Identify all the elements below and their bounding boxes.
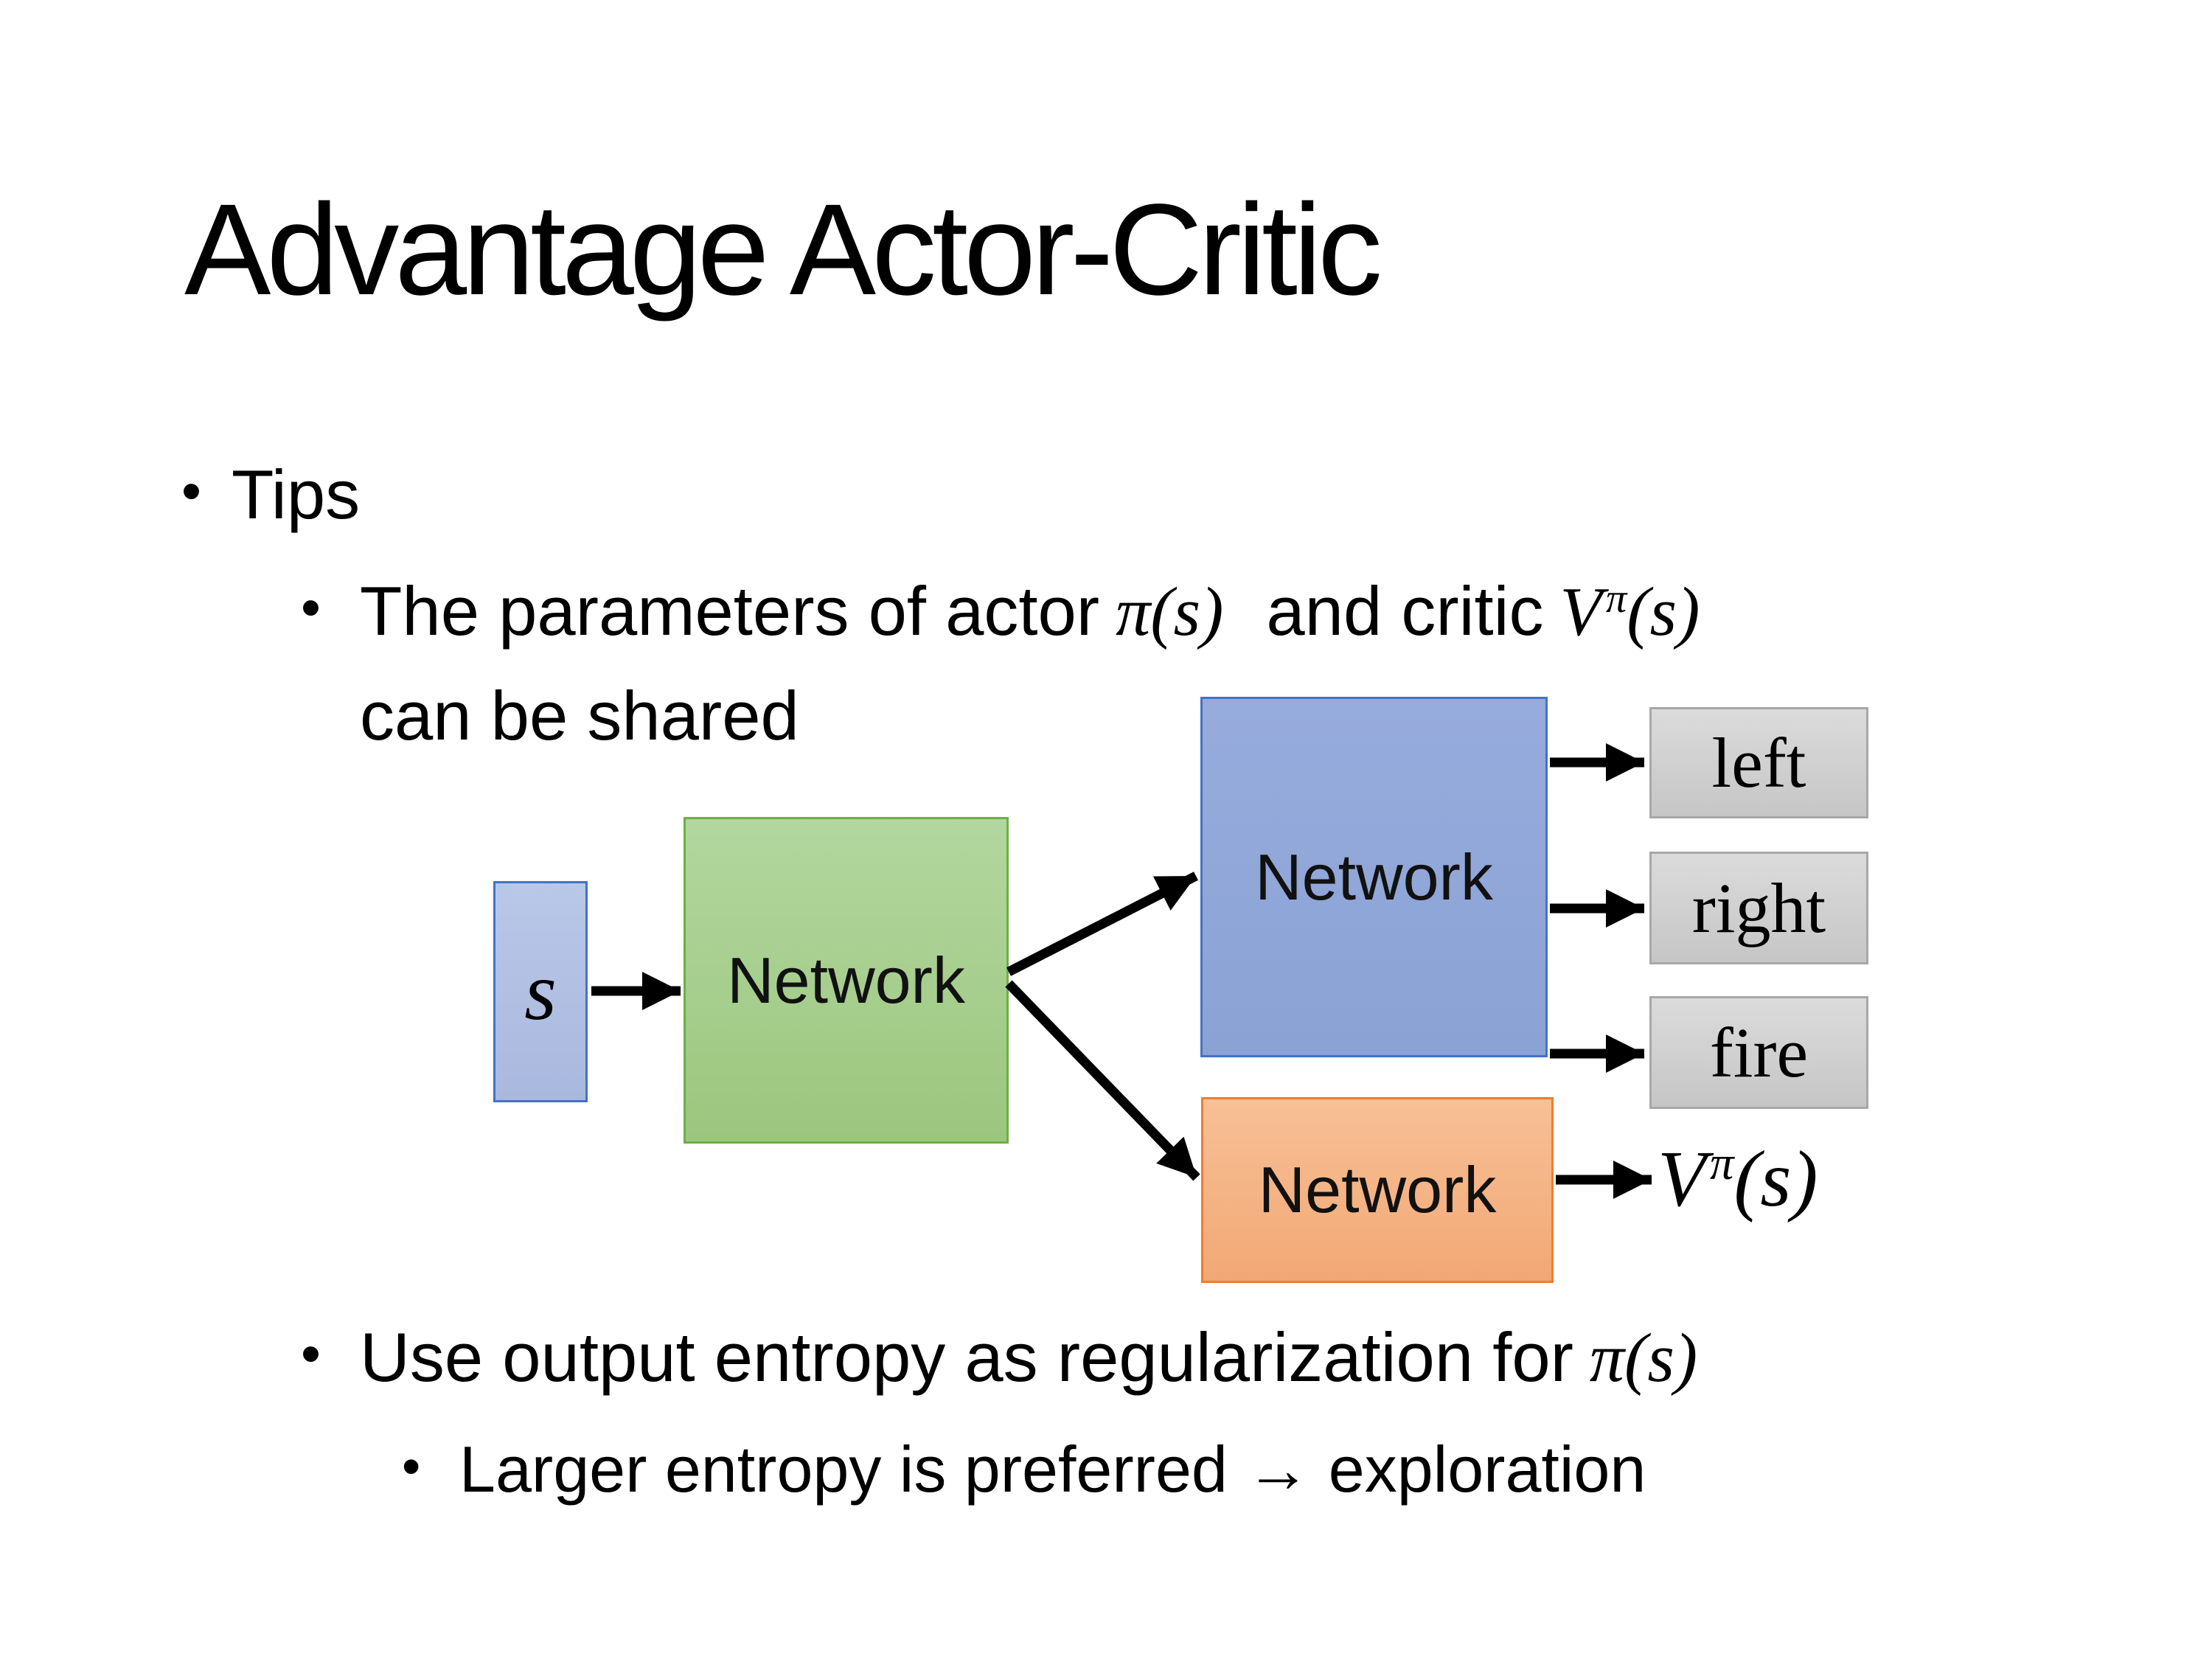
bullet-line-tips: • Tips — [181, 451, 360, 538]
critic-v-args: (s) — [1627, 574, 1700, 650]
exploration-text: Larger entropy is preferred → exploratio… — [459, 1433, 1646, 1506]
shared-network-label: Network — [727, 943, 965, 1017]
tips-text: Tips — [232, 456, 361, 533]
action-box-left: left — [1649, 707, 1868, 818]
v-base: V — [1658, 1135, 1706, 1223]
state-box: s — [493, 881, 588, 1102]
actor-network-label: Network — [1255, 840, 1493, 914]
parameters-mid: and critic — [1266, 572, 1544, 650]
parameters-line2: can be shared — [360, 677, 799, 754]
bullet-line-exploration: • Larger entropy is preferred → explorat… — [402, 1429, 1646, 1510]
bullet-marker: • — [301, 576, 321, 639]
v-args: (s) — [1733, 1135, 1818, 1223]
action-box-right: right — [1649, 852, 1868, 964]
bullet-line-parameters-cont: can be shared — [360, 672, 799, 759]
entropy-prefix: Use output entropy as regularization for — [360, 1318, 1573, 1396]
critic-output-value: Vπ(s) — [1658, 1127, 1818, 1231]
actor-network-box: Network — [1200, 697, 1548, 1057]
shared-network-box: Network — [684, 817, 1009, 1144]
arrow-shared-to-critic — [1005, 980, 1200, 1181]
action-box-fire: fire — [1649, 996, 1868, 1109]
arrow-shared-to-actor — [1006, 872, 1198, 976]
slide-title: Advantage Actor-Critic — [184, 178, 1382, 322]
critic-v-sup: π — [1605, 575, 1627, 622]
critic-v-math: V — [1559, 574, 1602, 650]
bullet-marker: • — [301, 1322, 321, 1385]
state-label: s — [524, 945, 557, 1037]
parameters-prefix: The parameters of actor — [360, 572, 1100, 650]
bullet-line-entropy: • Use output entropy as regularization f… — [301, 1314, 1697, 1402]
critic-network-box: Network — [1201, 1097, 1554, 1283]
critic-network-label: Network — [1258, 1153, 1497, 1226]
actor-pi-math: π(s) — [1116, 574, 1224, 650]
v-sup: π — [1709, 1137, 1734, 1191]
bullet-marker: • — [402, 1437, 421, 1496]
entropy-pi-math: π(s) — [1589, 1320, 1698, 1397]
entropy-text: Use output entropy as regularization for… — [360, 1314, 1697, 1402]
bullet-marker: • — [181, 459, 201, 523]
